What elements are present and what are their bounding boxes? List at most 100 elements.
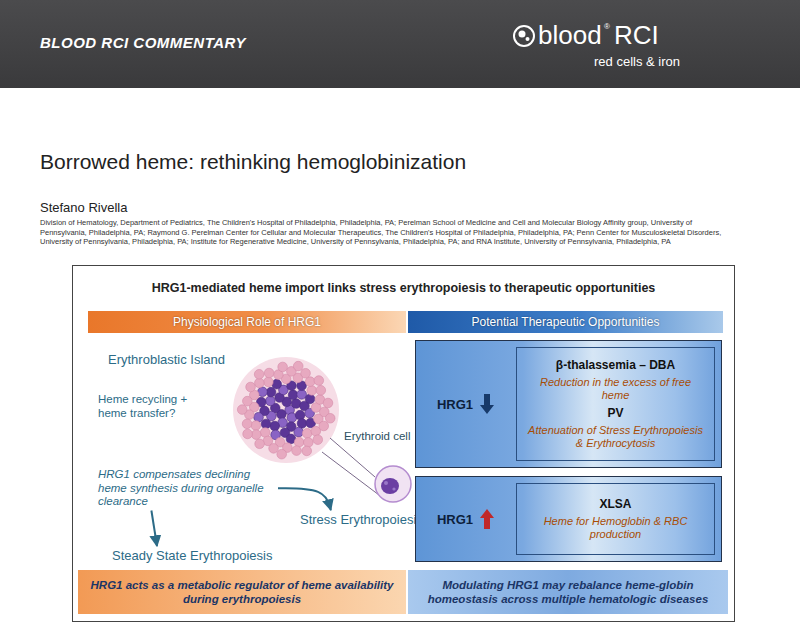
island-cell: [242, 419, 252, 429]
logo-dot: [519, 31, 526, 38]
island-cell: [254, 369, 264, 379]
island-cell: [295, 410, 305, 420]
island-cell: [264, 368, 274, 378]
island-cell: [316, 385, 326, 395]
island-cell: [288, 390, 298, 400]
cell-dot: [392, 487, 395, 490]
island-cell: [297, 419, 307, 429]
island-cell: [301, 368, 311, 378]
island-cell: [302, 446, 312, 456]
ital-text: Attenuation of Stress Erythropoiesis & E…: [525, 424, 706, 450]
foott-text: Modulating HRG1 may rebalance heme-globi…: [420, 578, 716, 606]
zoom-line: [330, 438, 375, 477]
down-arrow-icon: [479, 393, 495, 415]
island-cell: [325, 413, 335, 423]
island-cell: [294, 427, 304, 437]
figure-frame: HRG1-mediated heme import links stress e…: [72, 265, 735, 622]
island-cell: [305, 394, 315, 404]
flow-arrow: [151, 511, 157, 547]
island-cell: [278, 362, 288, 372]
zoom-line: [322, 452, 379, 495]
col-group: β-thalassemia – DBAReduction in the exce…: [516, 347, 715, 461]
logo-mark: ®: [604, 22, 610, 31]
process-note: Heme recycling + heme transfer?: [98, 393, 210, 420]
bandt-text: Potential Therapeutic Opportunities: [472, 315, 660, 329]
logo-tagline: red cells & iron: [594, 54, 680, 69]
island-cell: [304, 438, 314, 448]
header-band: BLOOD RCI COMMENTARY: [0, 0, 800, 88]
island-cell: [265, 396, 275, 406]
island-cell: [323, 398, 333, 408]
island-cell: [313, 435, 323, 445]
hdrt-text: BLOOD RCI COMMENTARY: [40, 34, 246, 51]
island-cell: [292, 446, 302, 456]
logo-word: RCI: [614, 20, 659, 51]
hrg-text: HRG1: [437, 512, 473, 527]
island-cell: [246, 382, 256, 392]
page-title: Borrowed heme: rethinking hemoglobinizat…: [40, 150, 466, 174]
dz-text: XLSA: [599, 497, 631, 511]
ital-text: Reduction in the excess of free heme: [525, 376, 706, 402]
island-cell: [264, 377, 274, 387]
logo-word: blood: [538, 20, 602, 51]
section-band: Physiological Role of HRG1: [88, 311, 406, 333]
cell-label: Erythroid cell: [344, 430, 410, 442]
island-cell: [269, 444, 279, 454]
logo-dot: [526, 37, 530, 41]
outcome-label: Steady State Erythropoiesis: [112, 548, 292, 563]
therapy-panel: HRG1β-thalassemia – DBAReduction in the …: [415, 340, 722, 468]
island-cell: [255, 439, 265, 449]
island-cell: [319, 421, 329, 431]
island-cell: [266, 387, 276, 397]
foott-text: HRG1 acts as a metabolic regulator of he…: [90, 578, 394, 606]
side-group: HRG1: [416, 341, 516, 467]
summary-band: Modulating HRG1 may rebalance heme-globi…: [408, 570, 728, 614]
island-cell: [251, 430, 261, 440]
therapy-panel: HRG1 XLSA Heme for Hemoglobin & RBC produc…: [415, 476, 722, 562]
island-cell: [237, 405, 247, 415]
up-arrow-icon: [479, 508, 495, 530]
author-name: Stefano Rivella: [40, 200, 127, 215]
island-cell: [255, 378, 265, 388]
flow-arrow: [278, 488, 331, 510]
island-cell: [277, 449, 287, 459]
cell-dot: [384, 481, 388, 485]
logo-ring: [514, 26, 534, 46]
island-cell: [272, 379, 282, 389]
island-cells: [237, 361, 335, 459]
island-cell: [294, 437, 304, 447]
island-cell: [302, 429, 312, 439]
island-cell: [305, 377, 315, 387]
island-cell: [243, 429, 253, 439]
col-group: XLSA Heme for Hemoglobin & RBC production: [516, 483, 715, 555]
fcap-group: HRG1-mediated heme import links stress e…: [73, 281, 734, 295]
stresst-text: Steady State Erythropoiesis: [112, 548, 292, 563]
island-cell: [270, 421, 280, 431]
affiliation-text: Division of Hematology, Department of Pe…: [40, 218, 740, 247]
arrow-shape: [480, 394, 494, 414]
dz-text: PV: [607, 406, 623, 420]
island-cell: [307, 386, 317, 396]
ital-text: Heme for Hemoglobin & RBC production: [525, 515, 706, 541]
side-group: HRG1: [416, 477, 516, 561]
island-cell: [293, 361, 303, 371]
island-cell: [297, 390, 307, 400]
comp-text: HRG1 compensates declining heme synthesi…: [98, 468, 276, 509]
island-label: Erythroblastic Island: [108, 352, 225, 367]
ftitle-text: HRG1-mediated heme import links stress e…: [73, 281, 734, 295]
summary-band: HRG1 acts as a metabolic regulator of he…: [78, 570, 406, 614]
island-cell: [261, 419, 271, 429]
island-ground: [233, 357, 339, 463]
process-note: HRG1 compensates declining heme synthesi…: [98, 468, 276, 509]
island-cell: [243, 396, 253, 406]
arrow-shape: [480, 509, 494, 529]
erythroid-cell: [375, 466, 411, 502]
logo-icon: [512, 24, 536, 48]
bandt-text: Physiological Role of HRG1: [173, 315, 321, 329]
island-cell: [251, 421, 261, 431]
cell-nucleus: [381, 478, 399, 494]
section-band: Potential Therapeutic Opportunities: [408, 311, 723, 333]
island-cell: [314, 376, 324, 386]
